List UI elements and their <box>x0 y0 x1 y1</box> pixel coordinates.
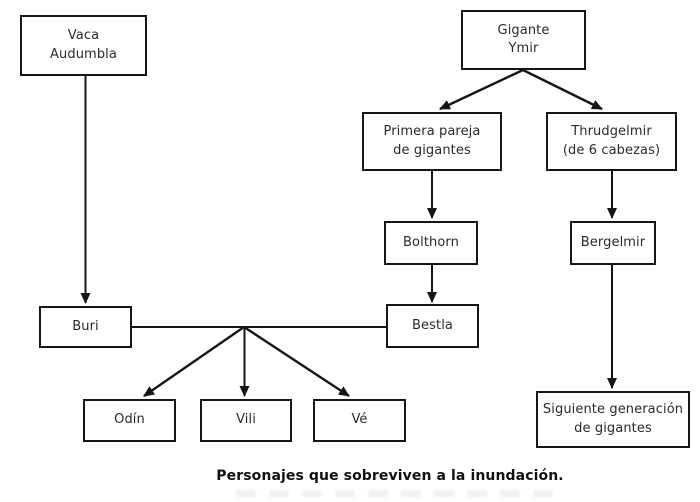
node-bergelmir: Bergelmir <box>570 221 656 265</box>
diagram-caption: Personajes que sobreviven a la inundació… <box>216 468 564 484</box>
node-odin: Odín <box>83 399 176 442</box>
node-vili: Vili <box>200 399 292 442</box>
node-bestla: Bestla <box>386 304 479 348</box>
node-ve: Vé <box>313 399 406 442</box>
edge-union-to-ve <box>243 325 350 398</box>
node-vaca-audumbla: Vaca Audumbla <box>20 15 147 76</box>
node-gigante-ymir: Gigante Ymir <box>461 10 586 70</box>
node-siguiente-generacion: Siguiente generación de gigantes <box>536 391 690 448</box>
edge-ymir-to-thrudgelmir <box>522 68 603 111</box>
node-bolthorn: Bolthorn <box>384 221 478 265</box>
edge-ymir-to-primera <box>439 68 524 111</box>
node-primera-pareja: Primera pareja de gigantes <box>362 112 502 171</box>
edge-union-to-odin <box>143 326 245 397</box>
cropped-caption-remnant <box>236 490 561 497</box>
node-buri: Buri <box>39 306 132 348</box>
node-thrudgelmir: Thrudgelmir (de 6 cabezas) <box>546 112 677 171</box>
